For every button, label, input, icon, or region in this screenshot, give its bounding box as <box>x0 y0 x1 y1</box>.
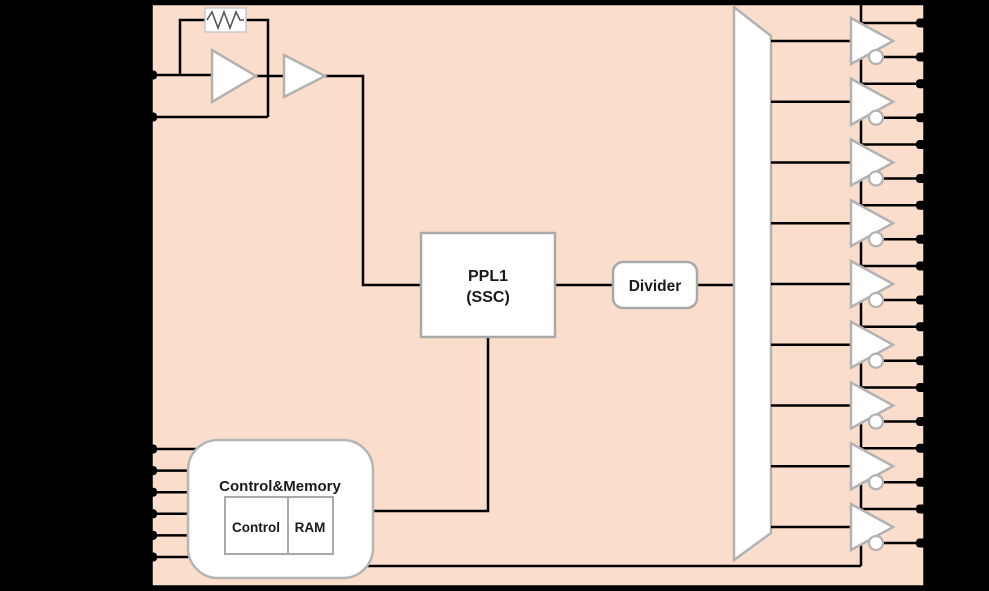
output-pin <box>916 295 928 305</box>
inverter-bubble-icon <box>867 231 885 248</box>
output-buffers <box>771 15 928 553</box>
output-pin <box>916 79 928 89</box>
output-pin <box>916 52 928 62</box>
output-buffer-unit <box>771 380 928 431</box>
output-buffer-unit <box>771 441 928 492</box>
wire-osc-to-pll <box>325 74 421 287</box>
control-input-pin <box>145 509 157 519</box>
output-pin <box>916 174 928 183</box>
inverter-bubble-icon <box>867 534 885 552</box>
control-input-pin <box>145 552 157 562</box>
output-pin <box>916 538 928 548</box>
output-pin <box>916 443 928 453</box>
inverter-bubble-icon <box>867 474 885 491</box>
pll-box <box>419 231 557 339</box>
pll-block: PPL1 (SSC) <box>419 231 557 339</box>
output-pin <box>916 18 928 28</box>
pll-label-line2: (SSC) <box>466 289 510 306</box>
ram-sub-block <box>287 496 334 555</box>
control-memory-title: Control&Memory <box>219 478 341 495</box>
output-pin <box>916 322 928 332</box>
resistor-icon <box>206 9 244 31</box>
output-pin <box>916 504 928 514</box>
divider-box <box>611 260 699 310</box>
oscillator-section <box>204 7 328 105</box>
output-pin <box>916 140 928 149</box>
output-buffer-unit <box>771 258 928 310</box>
output-pin <box>916 113 928 123</box>
divider-label: Divider <box>629 278 682 295</box>
output-pin <box>916 234 928 244</box>
output-buffer-unit <box>771 15 928 67</box>
output-pin <box>916 356 928 366</box>
inverter-bubble-icon <box>867 413 885 430</box>
pll-label-line1: PPL1 <box>468 268 508 285</box>
wire-feedback-right <box>244 18 270 117</box>
output-pin <box>916 261 928 271</box>
inverter-bubble-icon <box>867 352 885 369</box>
clock-fanout-trapezoid-icon <box>732 4 773 563</box>
output-pin <box>916 200 928 210</box>
oscillator-buffer-icon <box>282 52 328 100</box>
control-input-pin <box>145 466 157 476</box>
inverter-bubble-icon <box>867 48 885 66</box>
divider-block: Divider <box>611 260 699 310</box>
wire-feedback-left <box>178 18 207 75</box>
inverter-bubble-icon <box>867 170 885 187</box>
control-sub-block <box>224 496 289 555</box>
control-input-pins <box>145 444 205 562</box>
output-buffer-unit <box>771 137 928 188</box>
control-memory-block: Control&Memory Control RAM <box>186 438 375 580</box>
inverter-bubble-icon <box>867 291 885 309</box>
output-pin <box>916 417 928 426</box>
inverter-bubble-icon <box>867 109 885 126</box>
control-input-pin <box>145 444 157 454</box>
control-input-pin <box>145 530 157 540</box>
output-buffer-unit <box>771 319 928 370</box>
xout-pin <box>145 112 157 122</box>
output-pin <box>916 477 928 487</box>
oscillator-amplifier-icon <box>210 47 259 105</box>
crystal-pins <box>145 70 157 122</box>
xin-pin <box>145 70 157 80</box>
control-input-pin <box>145 487 157 497</box>
output-pin <box>916 383 928 392</box>
output-buffer-unit <box>771 501 928 553</box>
output-buffer-unit <box>771 76 928 127</box>
output-buffer-unit <box>771 198 928 249</box>
ram-sub-label: RAM <box>295 520 326 535</box>
wire-pll-to-control <box>368 337 490 513</box>
control-sub-label: Control <box>232 520 280 535</box>
